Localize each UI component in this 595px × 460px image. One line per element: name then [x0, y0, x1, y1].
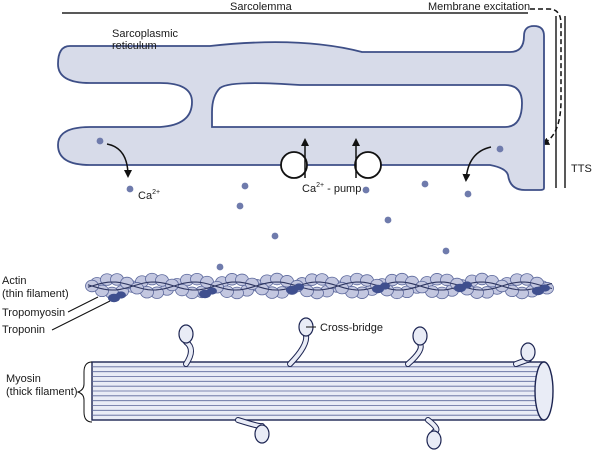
ca-pump-right — [352, 138, 382, 179]
troponin-complex — [116, 291, 126, 299]
tropomyosin-strand — [87, 281, 553, 291]
thick-filament — [91, 317, 554, 450]
calcium-ion — [464, 190, 472, 198]
troponin-complex — [462, 281, 472, 289]
ca-pump-left — [280, 138, 309, 179]
calcium-ion — [442, 247, 450, 255]
troponin-label: Troponin — [2, 324, 45, 336]
calcium-ion — [421, 180, 429, 188]
myosin-label-line2: (thick filament) — [6, 386, 78, 398]
troponin-complex — [294, 283, 304, 291]
calcium-ion — [384, 216, 392, 224]
troponin-complex — [380, 282, 390, 290]
calcium-ion — [236, 202, 244, 210]
thin-filament — [85, 272, 554, 303]
calcium-ion — [496, 145, 504, 153]
sarcolemma-label: Sarcolemma — [230, 1, 293, 13]
ca-release-arrow-left — [106, 143, 132, 178]
calcium-ion — [216, 263, 224, 271]
sarcoplasmic-reticulum — [57, 25, 545, 191]
calcium-ion — [271, 232, 279, 240]
cross-bridge-head — [178, 324, 194, 344]
myosin-bracket — [76, 361, 93, 423]
membrane-excitation-label: Membrane excitation — [428, 1, 530, 13]
actin-label-line1: Actin — [2, 275, 26, 287]
ca-pump-label: Ca2+ - pump — [302, 182, 361, 195]
sr-label-line2: reticulum — [112, 40, 157, 52]
ca-ion-label: Ca2+ — [138, 189, 160, 202]
tropomyosin-label: Tropomyosin — [2, 307, 65, 319]
calcium-ion — [126, 185, 134, 193]
cross-bridge-neck-fill — [288, 333, 309, 366]
cross-bridge-head — [412, 326, 428, 346]
myosin-rod-end — [534, 361, 554, 421]
troponin-complex — [207, 287, 217, 295]
calcium-ion — [96, 137, 104, 145]
sr-label-line1: Sarcoplasmic — [112, 28, 179, 40]
troponin-complex — [540, 284, 550, 292]
calcium-ion — [241, 182, 249, 190]
troponin-leader — [51, 300, 111, 331]
ca-release-arrow-right — [462, 146, 492, 182]
cross-bridge-head — [520, 342, 536, 362]
cross-bridge-head — [254, 424, 270, 444]
cross-bridge-label: Cross-bridge — [320, 322, 383, 334]
actin-label-line2: (thin filament) — [2, 288, 69, 300]
myosin-label-line1: Myosin — [6, 373, 41, 385]
cross-bridge-head — [426, 430, 442, 450]
calcium-ion — [362, 186, 370, 194]
tropomyosin-leader — [67, 296, 99, 313]
tts-label: TTS — [571, 163, 592, 175]
excitation-dashed-arrow — [530, 8, 562, 145]
tropomyosin-strand — [87, 281, 553, 291]
